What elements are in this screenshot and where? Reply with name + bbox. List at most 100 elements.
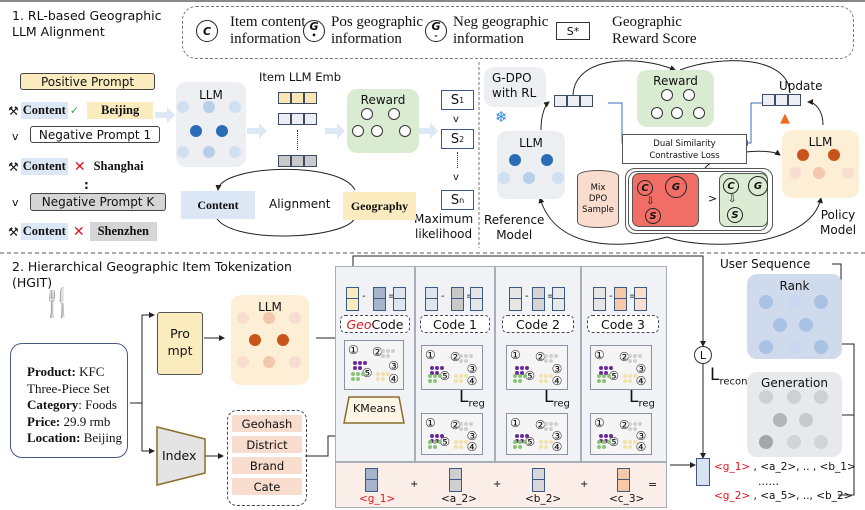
network-node: [693, 107, 705, 119]
section2-title: 2. Hierarchical Geographic Item Tokeniza…: [12, 259, 292, 290]
network-node: [828, 149, 840, 161]
network-node: [552, 172, 564, 184]
network-node: [229, 101, 241, 113]
token-a2: <a_2>: [441, 493, 477, 505]
content-circle-icon: C: [196, 20, 218, 42]
reward-score-box-icon: S*: [556, 22, 590, 40]
positive-row: ⚒ Content ✓ Beijing: [8, 102, 154, 119]
tool-icon: ⚒: [8, 224, 19, 239]
emb-cell: [762, 94, 775, 106]
code3-label: Code 3: [587, 315, 659, 333]
token-vector: [449, 468, 462, 492]
code-vector: [425, 287, 438, 311]
code-vector: [552, 287, 565, 311]
code-vector: [593, 287, 606, 311]
fire-icon: ▲: [780, 111, 790, 126]
network-node: [787, 390, 801, 404]
negative-prompt-k: Negative Prompt K: [30, 193, 166, 211]
positive-sample: C G ⇩ S: [632, 173, 699, 227]
network-node: [759, 435, 773, 449]
emb-cell: [291, 155, 304, 167]
sequence-1: <g_1> , <a_2>, .. , <b_1>: [714, 461, 856, 473]
emb-cell: [291, 92, 304, 104]
network-node: [263, 356, 275, 368]
emb-cell: [788, 94, 801, 106]
lreg-2: Lreg: [544, 387, 570, 410]
pos-geo-circle-icon: G•: [303, 20, 325, 42]
cross-icon: ✕: [72, 223, 85, 240]
index-encoder: [156, 426, 206, 486]
network-node: [498, 172, 510, 184]
network-node: [651, 107, 663, 119]
code-vector: [509, 287, 522, 311]
emb-cell: [304, 113, 317, 125]
network-node: [814, 295, 828, 309]
network-node: [773, 413, 787, 427]
network-node: [759, 295, 773, 309]
code-vector: [393, 287, 406, 311]
network-node: [177, 146, 189, 158]
network-node: [683, 89, 695, 101]
item-card: Product: KFC Three-Piece Set Category: F…: [10, 343, 128, 458]
token-vector: [532, 468, 545, 492]
emb-cell: [775, 94, 788, 106]
network-node: [814, 390, 828, 404]
network-node: [759, 340, 773, 354]
content-box: Content: [181, 191, 255, 219]
negative-sample: C G ⇩ S: [719, 173, 768, 227]
negative-row-1: ⚒ Content ✕ Shanghai: [8, 158, 144, 175]
token-sum-row: [335, 462, 667, 508]
emb-cell: [580, 95, 593, 107]
geography-box: Geography: [343, 192, 416, 220]
reference-llm-block: LLM: [497, 131, 565, 199]
network-node: [289, 356, 301, 368]
lreg-3: Lreg: [629, 387, 655, 410]
kmeans-block: [343, 396, 405, 424]
network-node: [249, 334, 261, 346]
kmeans-label: KMeans: [353, 402, 396, 415]
cross-icon: ✕: [73, 158, 86, 175]
negative-prompt-1: Negative Prompt 1: [30, 126, 160, 143]
emb-cell: [304, 155, 317, 167]
attribute-district: District: [232, 436, 302, 453]
network-node: [787, 340, 801, 354]
network-node: [787, 295, 801, 309]
network-node: [509, 154, 521, 166]
llm-block-hgit: LLM: [231, 295, 309, 385]
emb-cell: [554, 95, 567, 107]
network-node: [237, 356, 249, 368]
network-node: [799, 413, 813, 427]
network-node: [773, 318, 787, 332]
token-g1: <g_1>: [359, 493, 396, 505]
legend: [182, 6, 854, 59]
emb-cell: [291, 113, 304, 125]
tool-icon: ⚒: [8, 103, 19, 118]
network-node: [814, 435, 828, 449]
network-node: [399, 125, 411, 137]
positive-prompt: Positive Prompt: [20, 73, 155, 90]
emb-cell: [304, 92, 317, 104]
code-vector: [634, 287, 647, 311]
network-node: [263, 312, 275, 324]
code-vector: [614, 287, 627, 311]
network-node: [388, 108, 400, 120]
sample-stack-outer: [625, 168, 773, 234]
section1-title: 1. RL-based Geographic LLM Alignment: [12, 8, 162, 39]
network-node: [371, 125, 383, 137]
attribute-list: [227, 410, 307, 506]
code-vector: [532, 287, 545, 311]
